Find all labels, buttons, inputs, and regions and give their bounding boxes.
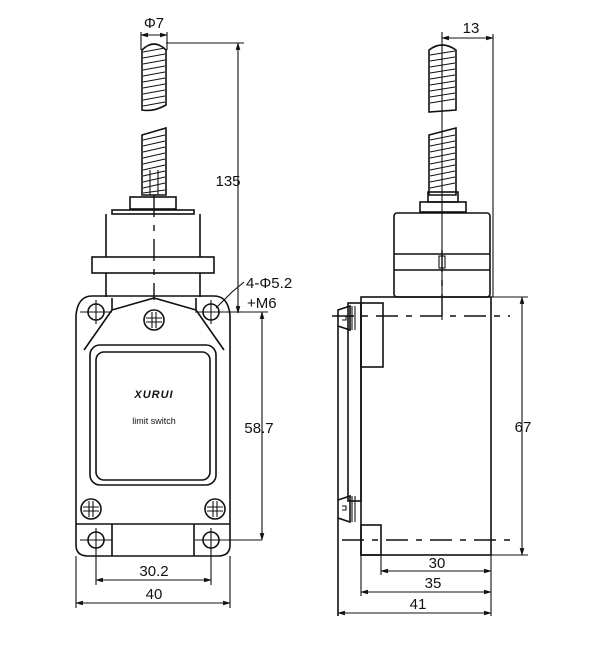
brand-label: XURUI	[133, 389, 173, 401]
dim-width-total: 41	[410, 596, 427, 613]
product-label: limit switch	[132, 416, 176, 426]
dim-rod-offset: 13	[463, 20, 480, 37]
dim-width-mid: 35	[425, 575, 442, 592]
mount-hole-top-right-icon	[195, 300, 230, 324]
side-clip-bottom-icon	[337, 494, 356, 524]
screw-top-center-icon	[143, 309, 165, 331]
front-view: XURUI limit switch Φ7 135 4-Φ5.2 +M6 58.…	[75, 15, 292, 608]
screw-bottom-right-icon	[204, 498, 226, 520]
mount-hole-bottom-right-icon	[195, 528, 262, 552]
mount-hole-top-left-icon	[80, 300, 112, 324]
dim-body-width: 40	[146, 586, 163, 603]
dim-total-height: 135	[215, 173, 240, 190]
dim-hole-spacing-horizontal: 30.2	[139, 563, 168, 580]
side-clip-top-icon	[337, 304, 356, 332]
dim-thread: +M6	[247, 295, 277, 312]
spring-top-icon	[141, 43, 167, 112]
spring-bottom-icon	[141, 126, 167, 196]
dim-width-inner: 30	[429, 555, 446, 572]
dim-mount-holes: 4-Φ5.2	[246, 275, 292, 292]
side-view: 13 67 30 35 41	[332, 20, 531, 616]
screw-bottom-left-icon	[80, 498, 102, 520]
dim-body-height: 67	[515, 419, 532, 436]
dim-hole-spacing-vertical: 58.7	[244, 420, 273, 437]
dim-rod-diameter: Φ7	[144, 15, 164, 32]
